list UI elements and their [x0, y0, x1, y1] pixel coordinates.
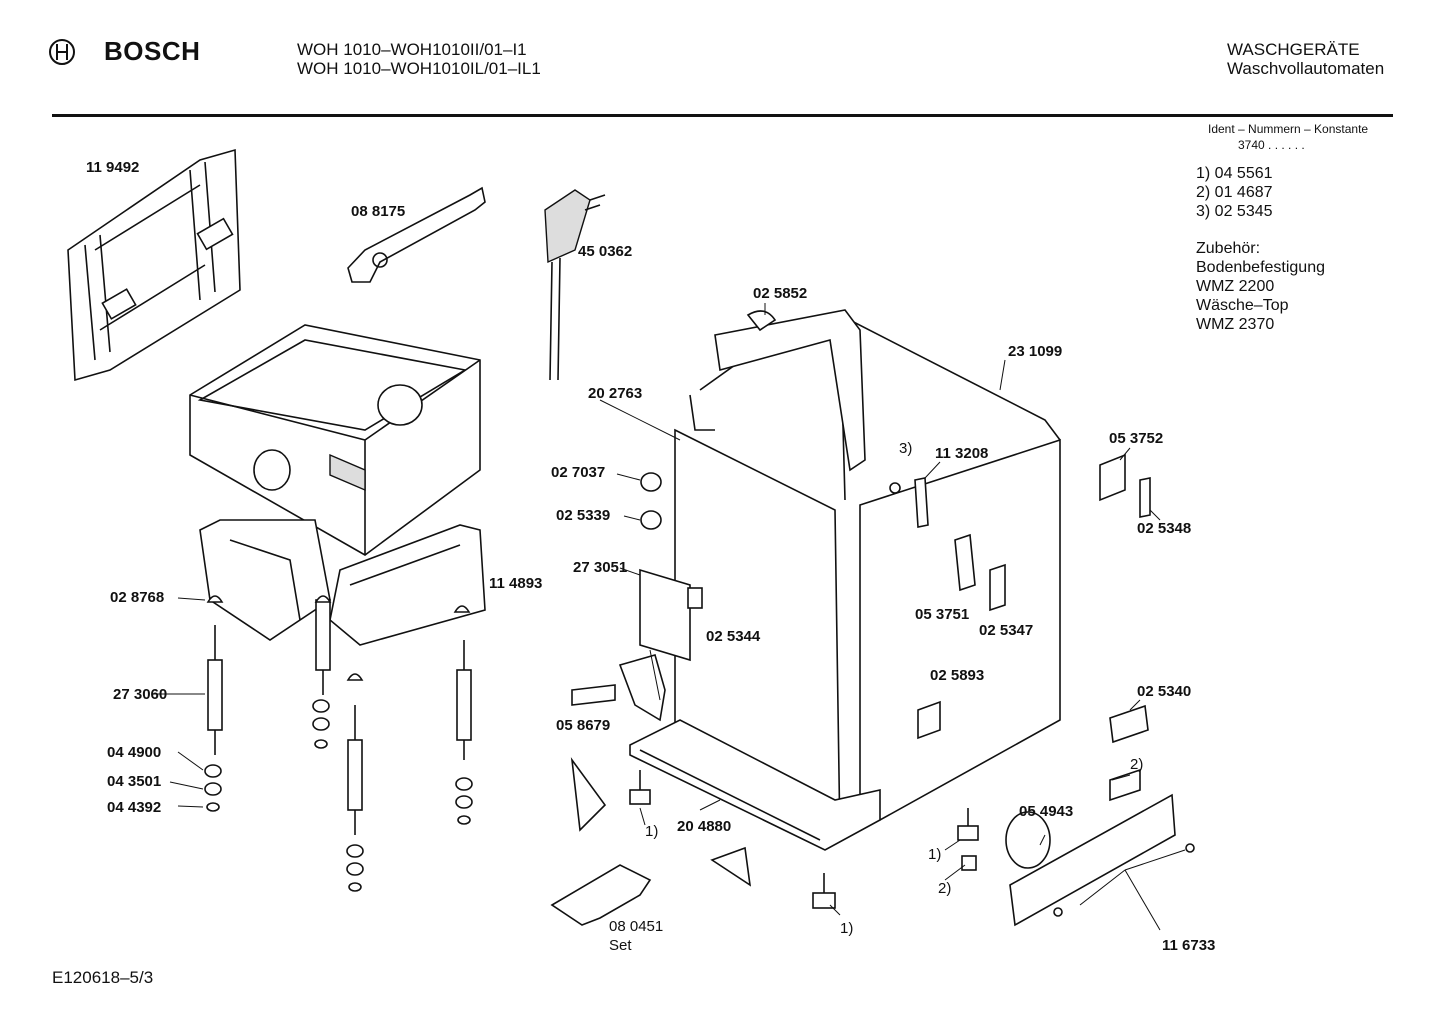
part-label-058679: 05 8679 — [556, 717, 611, 734]
ref-1: 1) 04 5561 — [1196, 165, 1273, 182]
part-label-273060: 27 3060 — [113, 686, 168, 703]
accessory-3: Wäsche–Top — [1196, 297, 1289, 314]
part-label-043501: 04 3501 — [107, 773, 162, 790]
callout-3: 3) — [899, 440, 913, 457]
part-label-231099: 23 1099 — [1008, 343, 1063, 360]
feet-and-panels — [550, 757, 1195, 927]
part-label-053752: 05 3752 — [1109, 430, 1164, 447]
part-label-044900: 04 4900 — [107, 744, 162, 761]
callout-2-lower: 2) — [938, 880, 952, 897]
part-label-113208: 11 3208 — [935, 445, 989, 462]
accessories-title: Zubehör: — [1196, 240, 1261, 257]
part-label-114893: 11 4893 — [489, 575, 543, 592]
part-label-273051: 27 3051 — [573, 559, 628, 576]
ref-2: 2) 01 4687 — [1196, 184, 1273, 201]
part-label-025893: 02 5893 — [930, 667, 985, 684]
part-label-025340: 02 5340 — [1137, 683, 1192, 700]
callout-1-mid: 1) — [928, 846, 942, 863]
callout-1-left: 1) — [645, 823, 659, 840]
mounting-frame — [67, 148, 241, 382]
callout-2-upper: 2) — [1130, 756, 1144, 773]
header-rule — [52, 114, 1393, 117]
accessory-4: WMZ 2370 — [1196, 316, 1275, 333]
shock-absorbers — [207, 599, 472, 835]
part-label-054943: 05 4943 — [1019, 803, 1074, 820]
accessory-2: WMZ 2200 — [1196, 278, 1275, 295]
ref-3: 3) 02 5345 — [1196, 203, 1273, 220]
ident-value: 3740 . . . . . . — [1238, 138, 1305, 152]
part-label-450362: 45 0362 — [578, 243, 633, 260]
subcategory-title: Waschvollautomaten — [1227, 59, 1385, 78]
category-title: WASCHGERÄTE — [1227, 40, 1360, 59]
part-label-044392: 04 4392 — [107, 799, 162, 816]
part-label-025339: 02 5339 — [556, 507, 611, 524]
bosch-logo-icon — [49, 39, 75, 65]
tub — [189, 324, 481, 556]
part-label-025344: 02 5344 — [706, 628, 761, 645]
part-label-025852: 02 5852 — [753, 285, 808, 302]
mains-cable — [544, 189, 606, 381]
part-label-053751: 05 3751 — [915, 606, 970, 623]
cabinet — [629, 309, 1141, 851]
part-label-116733: 11 6733 — [1162, 937, 1216, 954]
part-label-025347: 02 5347 — [979, 622, 1034, 639]
accessory-1: Bodenbefestigung — [1196, 259, 1325, 276]
drawing-id: E120618–5/3 — [52, 968, 154, 987]
part-label-080451-set: Set — [609, 937, 632, 954]
part-label-025348: 02 5348 — [1137, 520, 1192, 537]
part-label-088175: 08 8175 — [351, 203, 406, 220]
ident-title: Ident – Nummern – Konstante — [1208, 122, 1369, 136]
model-line-2: WOH 1010–WOH1010IL/01–IL1 — [297, 59, 541, 78]
part-label-080451: 08 0451 — [609, 918, 664, 935]
part-label-204880: 20 4880 — [677, 818, 732, 835]
washers — [204, 595, 473, 892]
part-label-027037: 02 7037 — [551, 464, 606, 481]
part-label-119492: 11 9492 — [86, 159, 140, 176]
part-label-202763: 20 2763 — [588, 385, 643, 402]
model-line-1: WOH 1010–WOH1010II/01–I1 — [297, 40, 527, 59]
part-label-028768: 02 8768 — [110, 589, 165, 606]
wrench — [347, 186, 486, 283]
tub-bracket — [199, 519, 486, 646]
leader-lines — [153, 303, 1186, 931]
callout-1-bottom: 1) — [840, 920, 854, 937]
brand-name: BOSCH — [104, 36, 201, 66]
